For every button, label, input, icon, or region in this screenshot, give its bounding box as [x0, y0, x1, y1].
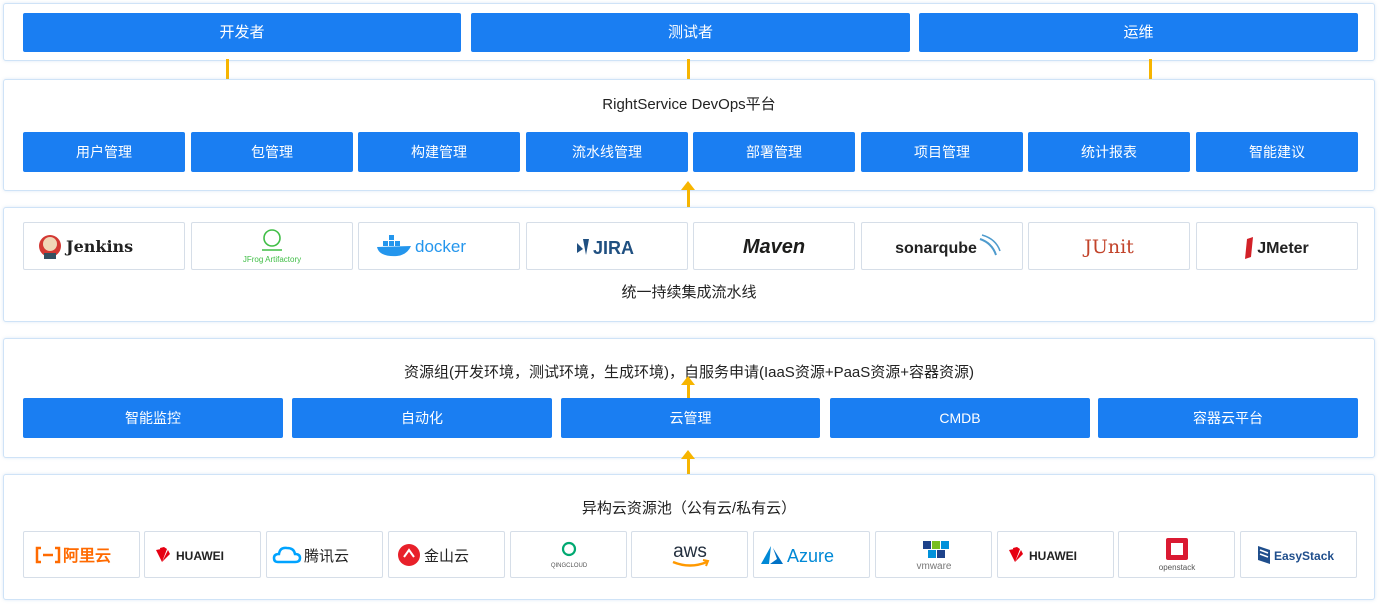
provider-text: aws — [673, 541, 707, 562]
module-project-management[interactable]: 项目管理 — [861, 132, 1023, 172]
huawei-logo: HUAWEI — [997, 531, 1114, 578]
provider-text: 金山云 — [424, 548, 469, 565]
jfrog-logo: JFrog Artifactory — [191, 222, 353, 270]
kingsoft-cloud-logo: 金山云 — [388, 531, 505, 578]
huawei-logo: HUAWEI — [144, 531, 261, 578]
role-ops-button[interactable]: 运维 — [919, 13, 1358, 52]
module-pipeline-management[interactable]: 流水线管理 — [526, 132, 688, 172]
provider-text: 腾讯云 — [304, 548, 349, 565]
tool-text: JMeter — [1257, 240, 1309, 257]
provider-text: EasyStack — [1274, 549, 1334, 563]
pipeline-panel: Jenkins JFrog Artifactory docker JIRA Ma… — [3, 207, 1375, 322]
maven-logo: Maven — [693, 222, 855, 270]
up-arrow-icon — [681, 376, 695, 398]
roles-panel: 开发者 测试者 运维 — [3, 3, 1375, 61]
tencent-cloud-logo: 腾讯云 — [266, 531, 383, 578]
junit-logo: JUnit — [1028, 222, 1190, 270]
pipeline-title: 统一持续集成流水线 — [621, 284, 757, 301]
aliyun-logo: 阿里云 — [23, 531, 140, 578]
platform-panel: RightService DevOps平台 用户管理 包管理 构建管理 流水线管… — [3, 79, 1375, 191]
module-statistics-report[interactable]: 统计报表 — [1028, 132, 1190, 172]
module-cmdb[interactable]: CMDB — [830, 398, 1090, 438]
tool-text: JUnit — [1082, 236, 1134, 258]
tool-text: Maven — [743, 236, 805, 258]
module-package-management[interactable]: 包管理 — [191, 132, 353, 172]
resources-panel: 资源组(开发环境，测试环境，生成环境)，自服务申请(IaaS资源+PaaS资源+… — [3, 338, 1375, 458]
cloud-pool-title: 异构云资源池（公有云/私有云） — [581, 500, 797, 517]
module-user-management[interactable]: 用户管理 — [23, 132, 185, 172]
sonarqube-logo: sonarqube — [861, 222, 1023, 270]
tool-text: JIRA — [593, 238, 634, 258]
cloud-pool-panel: 异构云资源池（公有云/私有云） 阿里云 HUAWEI 腾讯云 金山云 QINGC… — [3, 474, 1375, 600]
platform-title: RightService DevOps平台 — [602, 96, 776, 113]
provider-text: HUAWEI — [1029, 549, 1077, 563]
module-smart-monitoring[interactable]: 智能监控 — [23, 398, 283, 438]
tool-text: JFrog Artifactory — [243, 255, 301, 264]
up-arrow-icon — [681, 181, 695, 217]
aws-logo: aws — [631, 531, 748, 578]
tool-text: docker — [415, 237, 466, 256]
tool-text: Jenkins — [64, 237, 133, 256]
provider-text: 阿里云 — [63, 547, 111, 565]
role-tester-button[interactable]: 测试者 — [471, 13, 910, 52]
provider-text: HUAWEI — [176, 549, 224, 563]
module-build-management[interactable]: 构建管理 — [358, 132, 520, 172]
jmeter-logo: JMeter — [1196, 222, 1358, 270]
module-deploy-management[interactable]: 部署管理 — [693, 132, 855, 172]
tool-text: sonarqube — [895, 240, 977, 257]
provider-text: vmware — [916, 561, 951, 572]
resources-title: 资源组(开发环境，测试环境，生成环境)，自服务申请(IaaS资源+PaaS资源+… — [403, 364, 975, 381]
role-developer-button[interactable]: 开发者 — [23, 13, 461, 52]
module-automation[interactable]: 自动化 — [292, 398, 552, 438]
docker-logo: docker — [358, 222, 520, 270]
qingcloud-logo: QINGCLOUD — [510, 531, 627, 578]
module-cloud-management[interactable]: 云管理 — [561, 398, 820, 438]
jenkins-logo: Jenkins — [23, 222, 185, 270]
easystack-logo: EasyStack — [1240, 531, 1357, 578]
openstack-logo: openstack — [1118, 531, 1235, 578]
provider-text: openstack — [1158, 563, 1195, 572]
jira-logo: JIRA — [526, 222, 688, 270]
module-smart-suggestion[interactable]: 智能建议 — [1196, 132, 1358, 172]
azure-logo: Azure — [753, 531, 870, 578]
module-container-cloud[interactable]: 容器云平台 — [1098, 398, 1358, 438]
vmware-logo: vmware — [875, 531, 992, 578]
provider-text: QINGCLOUD — [550, 563, 587, 569]
provider-text: Azure — [787, 546, 834, 566]
up-arrow-icon — [681, 450, 695, 485]
